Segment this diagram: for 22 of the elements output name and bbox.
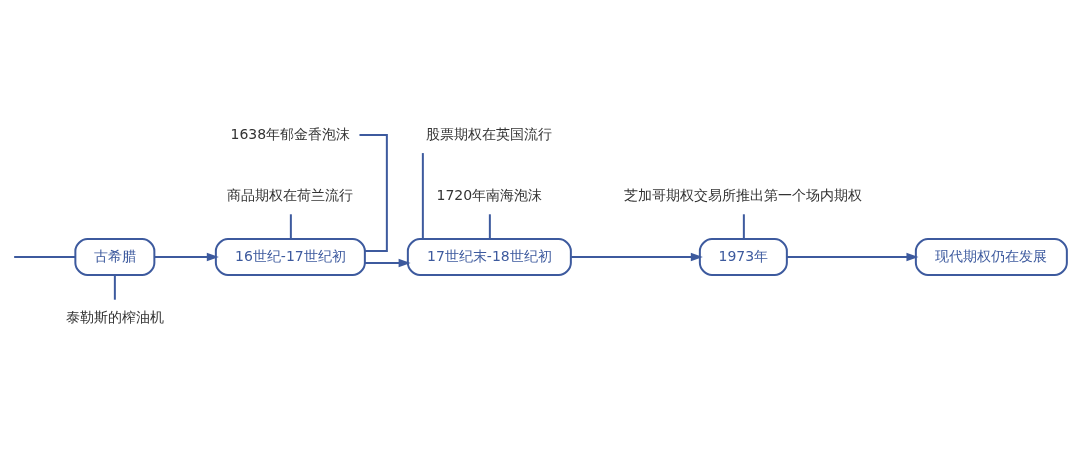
connector <box>488 213 491 240</box>
node-text: 泰勒斯的榨油机 <box>65 308 164 325</box>
node-box: 17世纪末-18世纪初 <box>406 238 572 276</box>
node-box: 1973年 <box>698 238 788 276</box>
node-text: 股票期权在英国流行 <box>426 125 553 142</box>
arrow <box>786 252 919 262</box>
arrow <box>570 252 703 262</box>
connector <box>421 152 424 240</box>
node-text: 芝加哥期权交易所推出第一个场内期权 <box>624 186 863 203</box>
node-text: 1638年郁金香泡沫 <box>230 125 351 142</box>
connector <box>13 256 77 258</box>
node-box: 现代期权仍在发展 <box>914 238 1068 276</box>
connector <box>113 274 116 301</box>
connector <box>358 134 388 252</box>
node-box: 16世纪-17世纪初 <box>214 238 366 276</box>
node-text: 1720年南海泡沫 <box>436 186 543 203</box>
node-box: 古希腊 <box>74 238 156 276</box>
connector <box>742 213 745 240</box>
node-text: 商品期权在荷兰流行 <box>227 186 354 203</box>
arrow <box>364 258 411 268</box>
arrow <box>153 252 219 262</box>
connector <box>289 213 292 240</box>
